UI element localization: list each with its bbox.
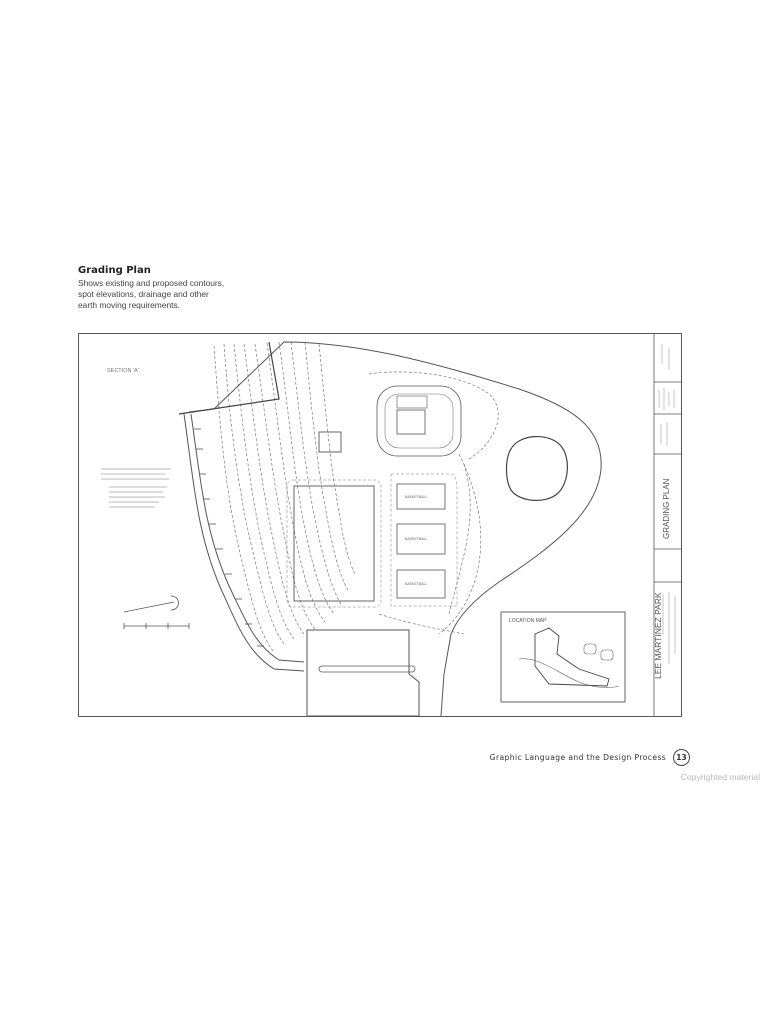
site-boundary xyxy=(188,341,602,716)
court-2-label: BASKETBALL xyxy=(405,537,427,541)
field-area xyxy=(293,485,375,602)
small-building xyxy=(318,431,342,453)
caption-title: Grading Plan xyxy=(78,265,151,276)
north-arrow xyxy=(123,595,179,613)
section-label: SECTION 'A' xyxy=(107,368,139,374)
locator-river xyxy=(518,658,620,688)
west-road-outer xyxy=(183,413,305,672)
court-1 xyxy=(396,483,446,510)
grading-plan-drawing: GRADING PLAN LEE MARTINEZ PARK SECTION '… xyxy=(78,333,682,717)
court-1-label: BASKETBALL xyxy=(405,495,427,499)
pond xyxy=(505,435,568,501)
parking-island xyxy=(318,665,416,673)
section-cut-line xyxy=(178,341,280,415)
locator-inset xyxy=(500,611,626,703)
court-2 xyxy=(396,523,446,555)
title-block xyxy=(653,334,681,716)
title-block-drawing-title: GRADING PLAN xyxy=(662,478,671,539)
page-number: 13 xyxy=(673,749,690,766)
locator-title: LOCATION MAP xyxy=(509,618,547,624)
building-main xyxy=(396,409,426,435)
figure-caption: Grading Plan Shows existing and proposed… xyxy=(78,265,228,311)
caption-body: Shows existing and proposed contours, sp… xyxy=(78,278,225,310)
footer-running-title: Graphic Language and the Design Process xyxy=(489,753,667,762)
courts-outline xyxy=(390,473,458,607)
locator-park-shape xyxy=(534,627,610,687)
legend-block xyxy=(101,468,171,508)
title-block-park-name: LEE MARTINEZ PARK xyxy=(653,592,663,679)
court-3-label: BASKETBALL xyxy=(405,582,427,586)
field-outline xyxy=(286,479,382,608)
grading-plan-svg: GRADING PLAN LEE MARTINEZ PARK SECTION '… xyxy=(101,334,681,716)
paths xyxy=(368,371,499,635)
west-road-inner xyxy=(190,413,305,663)
scale-bar xyxy=(123,623,190,629)
building-annex xyxy=(396,395,428,409)
locator-block-2 xyxy=(600,649,614,661)
locator-block-1 xyxy=(583,643,597,655)
copyright-watermark: Copyrighted material xyxy=(680,772,760,782)
building-inner-outline xyxy=(384,393,454,449)
slope-ticks xyxy=(194,428,264,647)
parking-lot xyxy=(306,629,420,716)
court-3 xyxy=(396,569,446,599)
page-footer: Graphic Language and the Design Process … xyxy=(480,749,690,769)
title-block-scribbles xyxy=(658,344,676,664)
building-pad-outline xyxy=(376,385,462,457)
